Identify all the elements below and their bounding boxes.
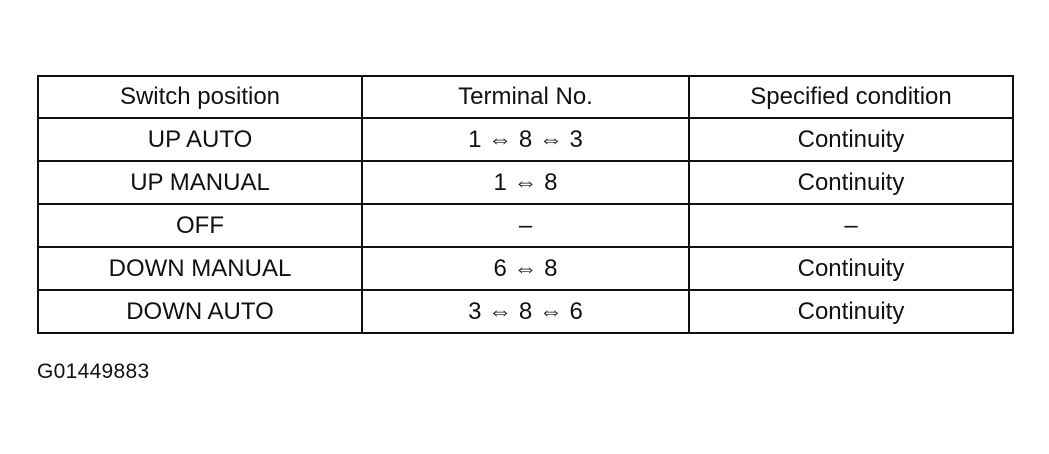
- table-row: UP AUTO 1 ⇔ 8 ⇔ 3 Continuity: [37, 117, 1014, 162]
- specified-condition-cell: Continuity: [688, 246, 1014, 291]
- terminal-no-cell: 3 ⇔ 8 ⇔ 6: [361, 289, 690, 334]
- switch-position-cell: DOWN AUTO: [37, 289, 363, 334]
- terminal-no-cell: 1 ⇔ 8: [361, 160, 690, 205]
- header-specified-condition: Specified condition: [688, 75, 1014, 119]
- switch-position-cell: UP MANUAL: [37, 160, 363, 205]
- switch-position-cell: UP AUTO: [37, 117, 363, 162]
- switch-position-cell: DOWN MANUAL: [37, 246, 363, 291]
- header-switch-position: Switch position: [37, 75, 363, 119]
- figure-id-caption: G01449883: [37, 360, 150, 383]
- terminal-no-cell: –: [361, 203, 690, 248]
- terminal-no-cell: 1 ⇔ 8 ⇔ 3: [361, 117, 690, 162]
- switch-continuity-table: Switch position Terminal No. Specified c…: [37, 75, 1014, 334]
- specified-condition-cell: Continuity: [688, 117, 1014, 162]
- specified-condition-cell: Continuity: [688, 160, 1014, 205]
- switch-position-cell: OFF: [37, 203, 363, 248]
- table-row: DOWN AUTO 3 ⇔ 8 ⇔ 6 Continuity: [37, 289, 1014, 334]
- table-row: DOWN MANUAL 6 ⇔ 8 Continuity: [37, 246, 1014, 291]
- table-row: UP MANUAL 1 ⇔ 8 Continuity: [37, 160, 1014, 205]
- table-row: OFF – –: [37, 203, 1014, 248]
- header-terminal-no: Terminal No.: [361, 75, 690, 119]
- specified-condition-cell: –: [688, 203, 1014, 248]
- table-header-row: Switch position Terminal No. Specified c…: [37, 75, 1014, 119]
- specified-condition-cell: Continuity: [688, 289, 1014, 334]
- terminal-no-cell: 6 ⇔ 8: [361, 246, 690, 291]
